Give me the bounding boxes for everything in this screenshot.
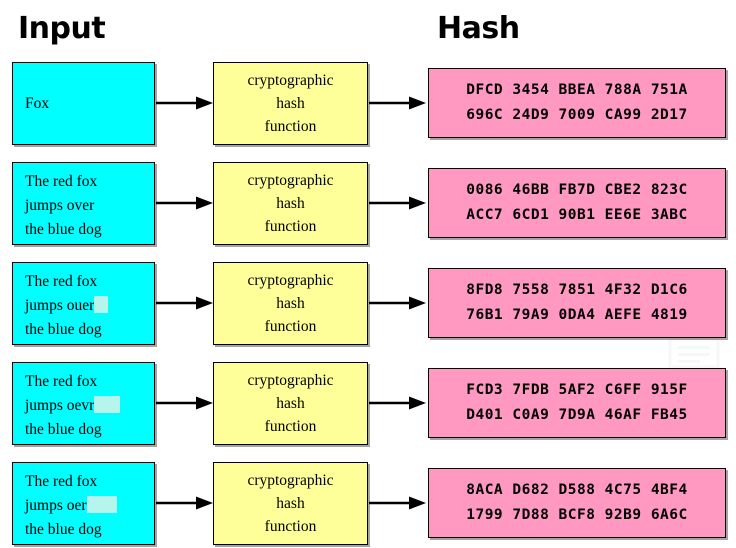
- hash-digest-line: 76B1 79A9 0DA4 AEFE 4819: [466, 307, 688, 323]
- hash-function-label: hash: [276, 395, 305, 412]
- diagram-row: The red fox jumps over the blue dog cryptog…: [0, 162, 736, 245]
- hash-function-label: function: [264, 518, 317, 535]
- input-message-line: Fox: [25, 94, 50, 112]
- hash-function-label: hash: [276, 495, 305, 512]
- hash-digest-line: 8FD8 7558 7851 4F32 D1C6: [466, 282, 688, 298]
- hash-digest-box: FCD3 7FDB 5AF2 C6FF 915F D401 C0A9 7D9A 4…: [428, 368, 726, 438]
- hash-function-box: cryptographic hash function: [213, 62, 368, 145]
- hash-function-label: function: [264, 118, 317, 135]
- edit-highlight-marker: [86, 496, 117, 513]
- arrow-right-icon: [156, 496, 214, 510]
- input-message-line: the blue dog: [25, 521, 102, 538]
- arrow-right-icon: [156, 296, 214, 310]
- hash-digest-line: 8ACA D682 D588 4C75 4BF4: [466, 482, 688, 498]
- hash-function-box: cryptographic hash function: [213, 462, 368, 545]
- hash-function-box: cryptographic hash function: [213, 362, 368, 445]
- hash-function-box: cryptographic hash function: [213, 262, 368, 345]
- hash-digest-box: 0086 46BB FB7D CBE2 823C ACC7 6CD1 90B1 E…: [428, 168, 726, 238]
- hash-digest-line: 0086 46BB FB7D CBE2 823C: [466, 182, 688, 198]
- input-message-box: The red fox jumps ouer the blue dog: [12, 262, 155, 345]
- input-message-line: the blue dog: [25, 321, 102, 338]
- hash-digest-box: DFCD 3454 BBEA 788A 751A 696C 24D9 7009 C…: [428, 68, 726, 138]
- hash-function-label: cryptographic: [247, 172, 334, 189]
- hash-function-label: function: [264, 218, 317, 235]
- input-message-box: Fox: [12, 62, 155, 145]
- hash-function-label: cryptographic: [247, 72, 334, 89]
- page-title-input: Input: [18, 11, 106, 46]
- hash-function-label: hash: [276, 195, 305, 212]
- edit-highlight-marker: [94, 296, 109, 313]
- hash-function-label: function: [264, 318, 317, 335]
- input-message-line: the blue dog: [25, 421, 102, 438]
- diagram-row: Fox cryptographic hash function DFCD 3454 BB…: [0, 62, 736, 145]
- input-message-line: The red fox: [25, 473, 98, 490]
- hash-function-label: cryptographic: [247, 472, 334, 489]
- hash-digest-line: ACC7 6CD1 90B1 EE6E 3ABC: [466, 207, 688, 223]
- hash-digest-line: DFCD 3454 BBEA 788A 751A: [466, 82, 688, 98]
- hash-digest-box: 8ACA D682 D588 4C75 4BF4 1799 7D88 BCF8 9…: [428, 468, 726, 538]
- input-message-line: The red fox: [25, 373, 98, 390]
- hash-digest-line: 1799 7D88 BCF8 92B9 6A6C: [466, 507, 688, 523]
- hash-digest-box: 8FD8 7558 7851 4F32 D1C6 76B1 79A9 0DA4 A…: [428, 268, 726, 338]
- input-message-line: jumps oer: [25, 494, 154, 518]
- hash-function-label: cryptographic: [247, 272, 334, 289]
- arrow-right-icon: [369, 96, 427, 110]
- arrow-right-icon: [369, 296, 427, 310]
- arrow-right-icon: [369, 196, 427, 210]
- input-message-line: jumps oevr: [25, 394, 154, 418]
- edit-highlight-marker: [94, 396, 121, 413]
- input-message-line: The red fox: [25, 273, 98, 290]
- diagram-row: The red fox jumps oevr the blue dog cryptog…: [0, 362, 736, 445]
- arrow-right-icon: [156, 196, 214, 210]
- hash-function-label: cryptographic: [247, 372, 334, 389]
- hash-function-label: hash: [276, 295, 305, 312]
- hash-function-label: function: [264, 418, 317, 435]
- diagram-row: The red fox jumps ouer the blue dog cryptog…: [0, 262, 736, 345]
- hash-digest-line: FCD3 7FDB 5AF2 C6FF 915F: [466, 382, 688, 398]
- page-title-hash: Hash: [437, 11, 520, 46]
- arrow-right-icon: [369, 496, 427, 510]
- input-message-line: The red fox: [25, 173, 98, 190]
- input-message-line: jumps ouer: [25, 294, 154, 318]
- input-message-box: The red fox jumps oer the blue dog: [12, 462, 155, 545]
- input-message-line: the blue dog: [25, 221, 102, 238]
- hash-digest-line: 696C 24D9 7009 CA99 2D17: [466, 107, 688, 123]
- input-message-box: The red fox jumps oevr the blue dog: [12, 362, 155, 445]
- arrow-right-icon: [369, 396, 427, 410]
- hash-digest-line: D401 C0A9 7D9A 46AF FB45: [466, 407, 688, 423]
- input-message-line: jumps over: [25, 197, 95, 214]
- input-message-box: The red fox jumps over the blue dog: [12, 162, 155, 245]
- arrow-right-icon: [156, 396, 214, 410]
- hash-function-box: cryptographic hash function: [213, 162, 368, 245]
- diagram-row: The red fox jumps oer the blue dog cryptogr…: [0, 462, 736, 545]
- arrow-right-icon: [156, 96, 214, 110]
- hash-function-label: hash: [276, 95, 305, 112]
